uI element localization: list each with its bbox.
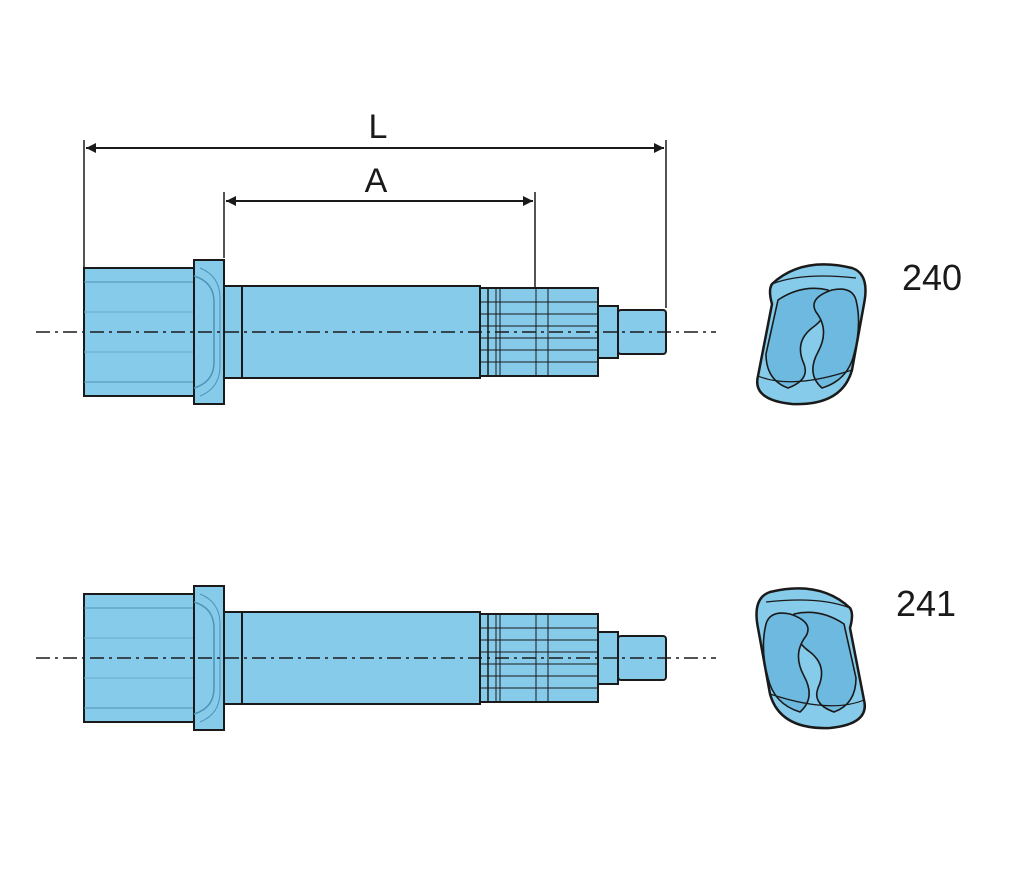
cam-end-view-241 (755, 587, 867, 730)
dimension-l-label: L (369, 108, 388, 146)
shaft-241 (36, 585, 716, 731)
dimension-a-label: A (365, 162, 388, 200)
dimension-l: L (83, 108, 667, 308)
shaft-240 (36, 259, 716, 405)
part-number-241: 241 (896, 583, 956, 624)
cam-end-view-240 (755, 263, 867, 406)
part-number-240: 240 (902, 257, 962, 298)
dimension-a: A (223, 162, 536, 288)
